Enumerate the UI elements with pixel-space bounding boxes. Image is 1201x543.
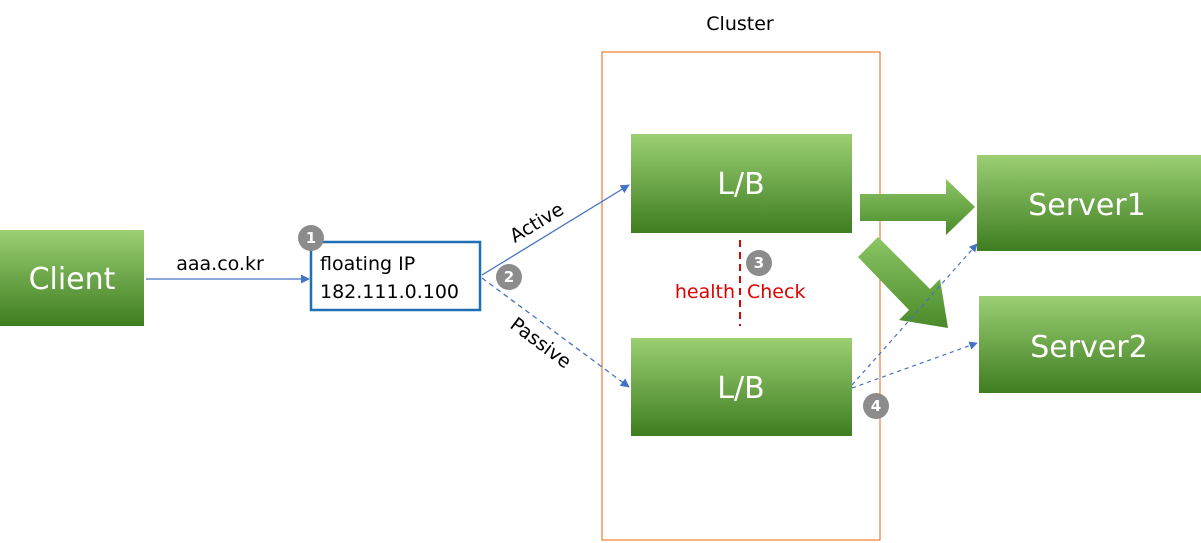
server2-node: Server2 [979,296,1201,393]
server1-node: Server1 [977,155,1201,251]
svg-text:3: 3 [754,254,764,272]
server1-label: Server1 [1028,188,1145,223]
server2-label: Server2 [1030,330,1147,365]
svg-text:2: 2 [504,268,514,286]
step-badge-2: 2 [496,264,522,290]
traffic-arrow-to-server2 [858,237,948,328]
lb-passive-node: L/B [631,338,852,436]
svg-text:1: 1 [306,229,316,247]
lb-active-label: L/B [717,167,764,202]
client-to-ip-label: aaa.co.kr [176,253,264,275]
cluster-title: Cluster [706,13,774,35]
client-node: Client [0,230,144,326]
client-label: Client [29,262,116,297]
active-label: Active [506,198,568,247]
health-label: health [675,281,735,303]
lb-passive-label: L/B [717,371,764,406]
passive-lb-to-server2-connector [851,341,978,389]
lb-active-node: L/B [631,134,852,233]
step-badge-3: 3 [746,250,772,276]
cluster-container [601,51,881,541]
check-label: Check [747,281,805,303]
passive-connector [481,277,630,388]
floating-ip-node: floating IP 182.111.0.100 [309,240,482,312]
floating-ip-line1: floating IP [320,253,415,275]
svg-text:4: 4 [871,397,881,415]
step-badge-1: 1 [298,225,324,251]
floating-ip-line2: 182.111.0.100 [320,281,459,303]
active-connector [481,184,630,276]
traffic-arrow-to-server1 [860,179,975,235]
step-badge-4: 4 [863,393,889,419]
